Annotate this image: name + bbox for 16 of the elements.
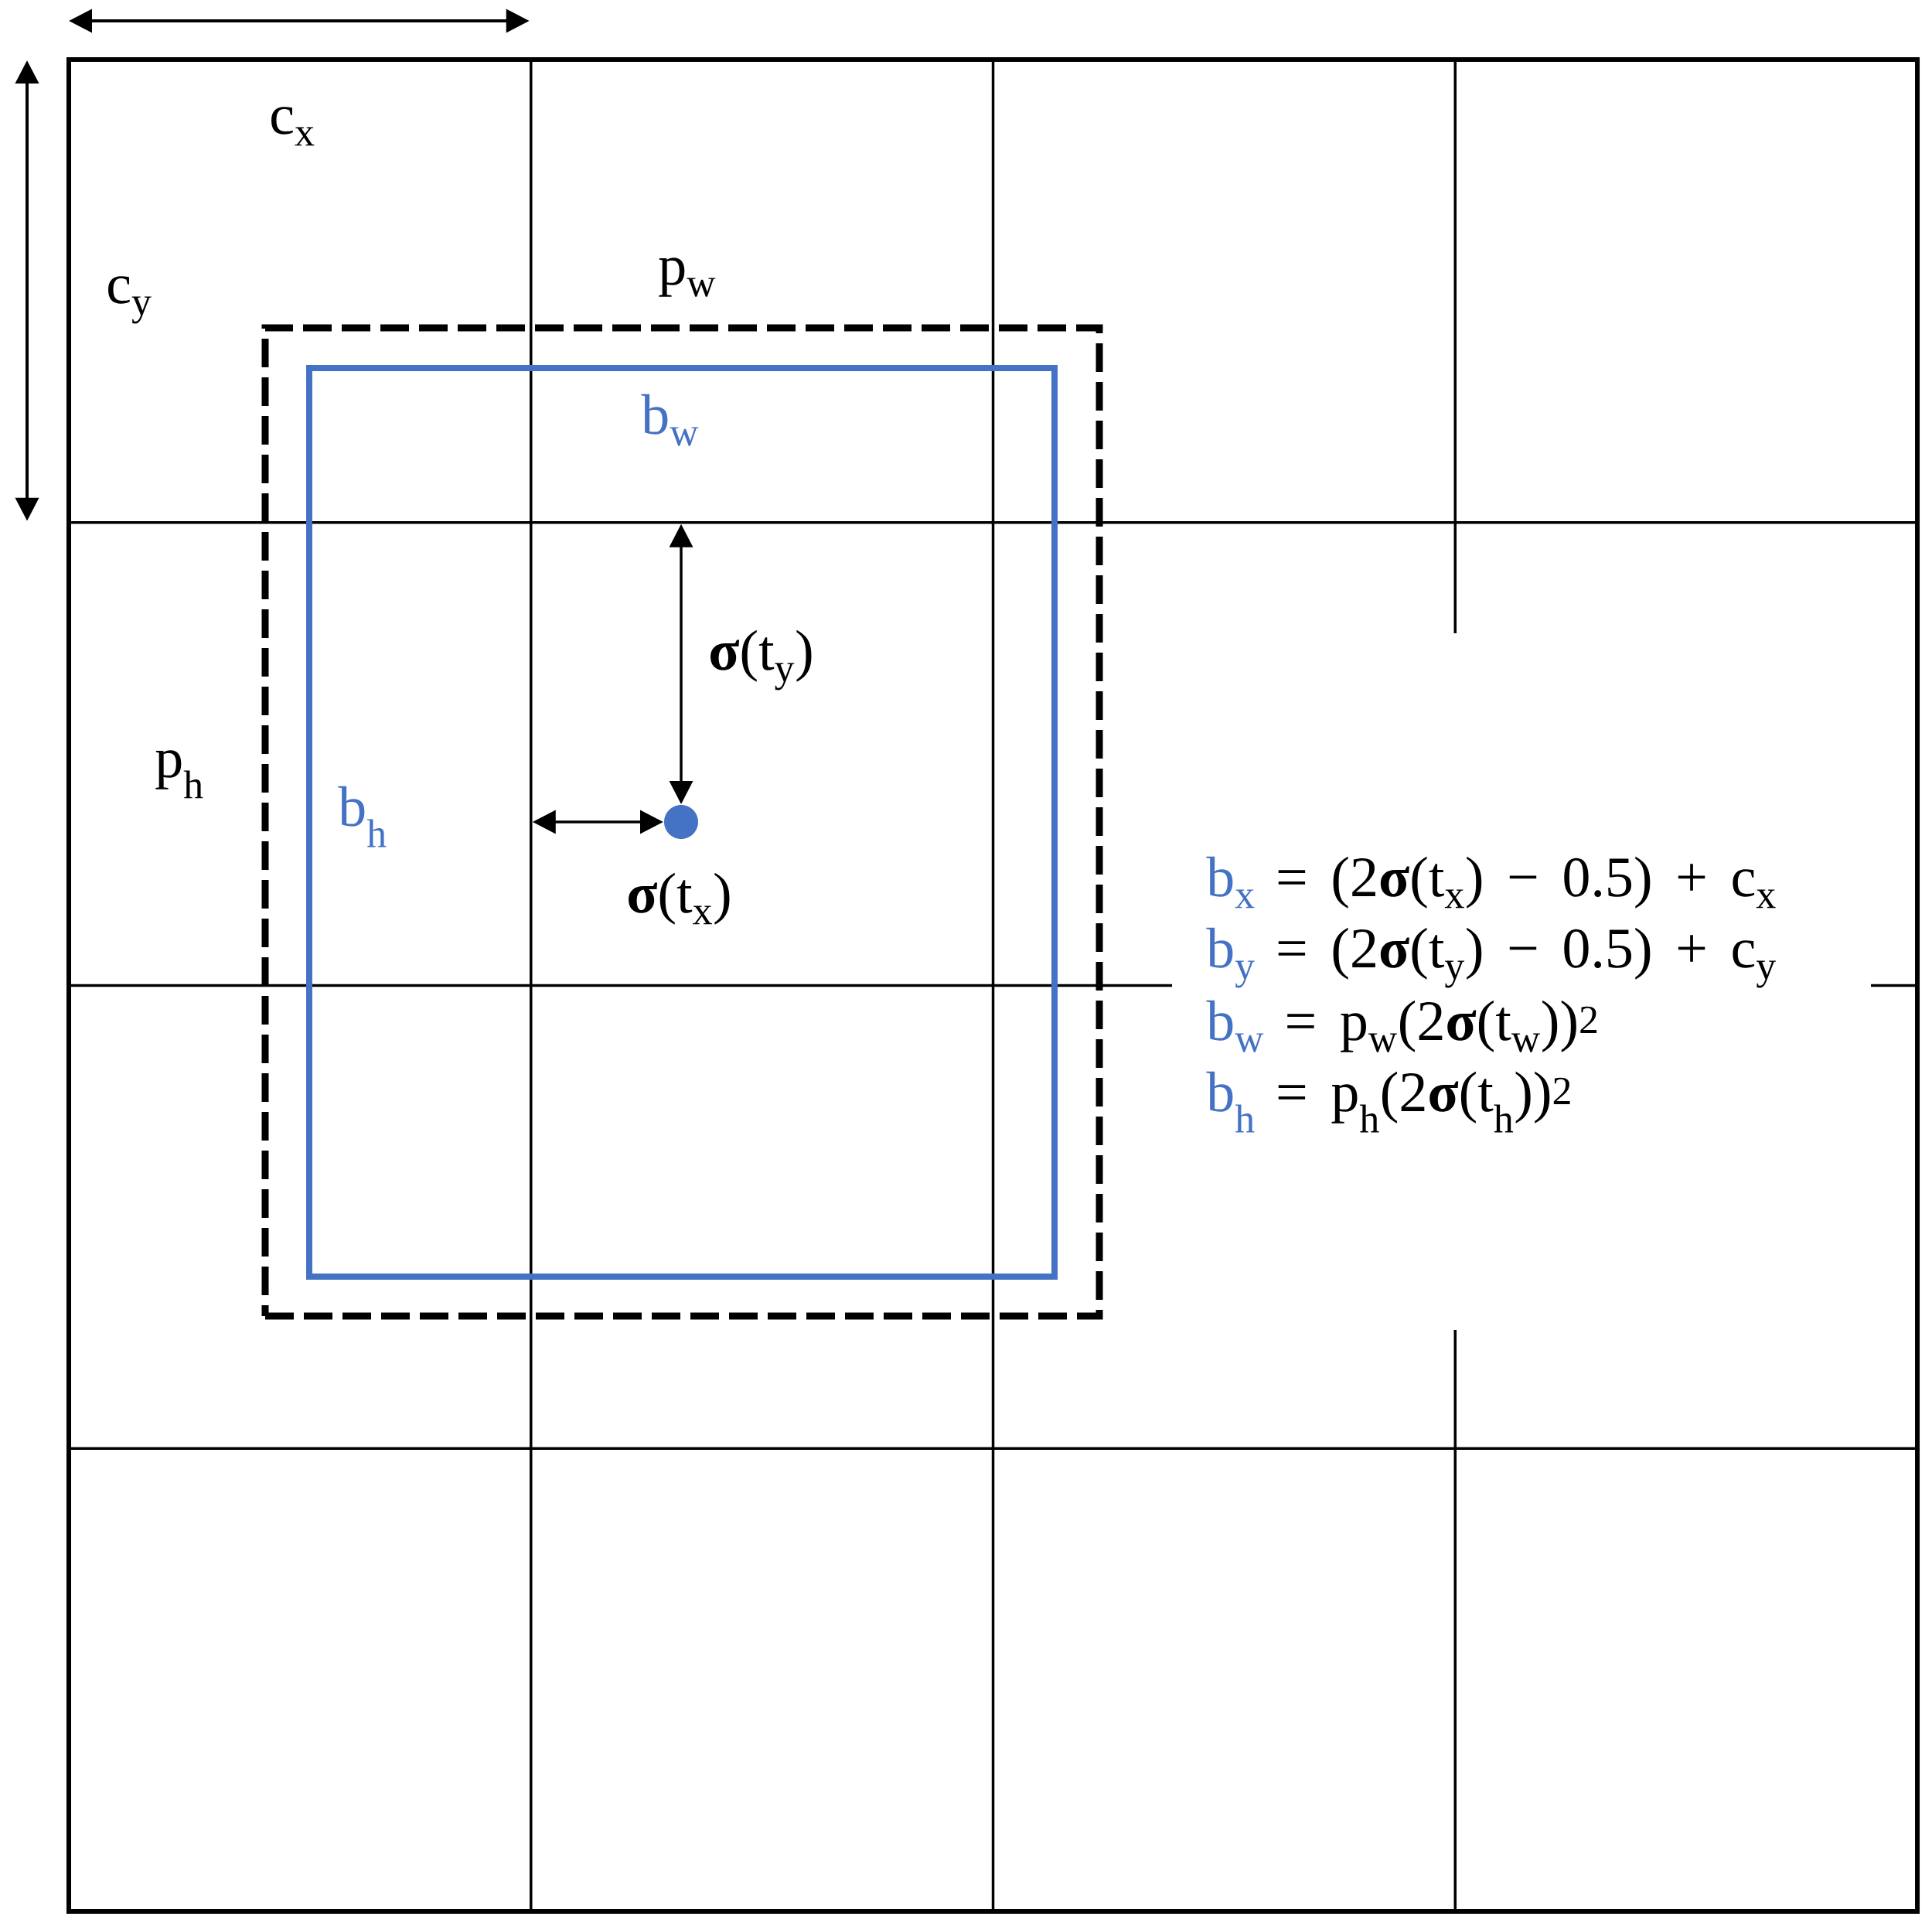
formula-term: b$_{x}$ <box>1206 856 1255 909</box>
formula: = p$_{h}$(2σ(t$_{h}$))$^{2}$ <box>1278 1071 1570 1133</box>
dimension-label: c$_{x}$ <box>271 107 315 146</box>
dimension-label: σ(t$_{x}$) <box>629 872 730 925</box>
formula: = p$_{w}$(2σ(t$_{w}$))$^{2}$ <box>1287 1000 1597 1052</box>
variable-label: b$_{w}$ <box>641 394 699 446</box>
dimension-label: σ(t$_{y}$) <box>710 629 812 691</box>
formula-term: b$_{y}$ <box>1206 927 1255 988</box>
variable-label: p$_{w}$ <box>659 257 716 297</box>
formula-term: b$_{w}$ <box>1206 1000 1264 1052</box>
formula: = (2σ(t$_{x}$) − 0.5) + c$_{x}$ <box>1278 856 1776 909</box>
formula-term: b$_{h}$ <box>1206 1071 1255 1133</box>
formula: = (2σ(t$_{y}$) − 0.5) + c$_{y}$ <box>1278 927 1777 988</box>
dimension-label: c$_{y}$ <box>108 276 152 324</box>
variable-label: p$_{h}$ <box>155 750 203 799</box>
variable-label: b$_{h}$ <box>338 786 387 847</box>
